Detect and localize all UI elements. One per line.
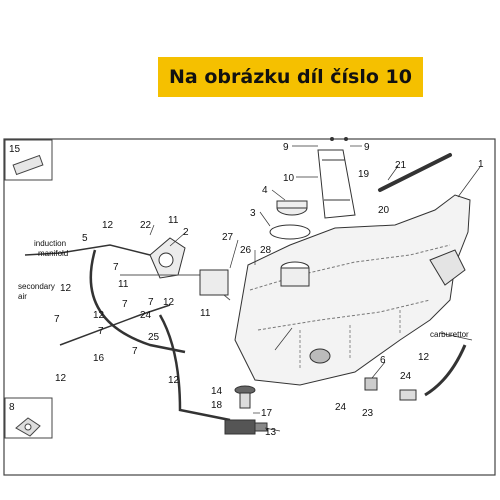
callout-13: 13 [265, 427, 277, 438]
hose-5 [24, 244, 151, 256]
callout-19: 19 [358, 169, 370, 180]
callout-20: 20 [378, 205, 390, 216]
title-banner: Na obrázku díl číslo 10 [158, 57, 423, 97]
page-title: Na obrázku díl číslo 10 [169, 66, 412, 88]
callout-17: 17 [261, 408, 273, 419]
inset-box-15 [4, 139, 53, 181]
hose-12-lower [158, 314, 231, 422]
gasket-part [15, 417, 41, 437]
callout-5: 5 [82, 233, 88, 244]
callout-22: 22 [140, 220, 152, 231]
fuel-cock-part [224, 385, 268, 435]
manifold-flange-part [149, 237, 186, 279]
callout-labels: 9 9 10 4 3 1 21 19 20 11 22 2 12 27 26 2… [54, 142, 484, 438]
bracket-27 [199, 269, 229, 296]
label-induction-manifold-line1: induction [34, 239, 66, 248]
callout-9a: 9 [283, 142, 289, 153]
callout-24c: 24 [335, 402, 347, 413]
callout-18: 18 [211, 400, 223, 411]
callout-12a: 12 [102, 220, 114, 231]
callout-23: 23 [362, 408, 374, 419]
foam-pad-part [12, 154, 44, 176]
callout-16: 16 [93, 353, 105, 364]
callout-4: 4 [262, 185, 268, 196]
callout-12e: 12 [55, 373, 67, 384]
callout-6: 6 [380, 355, 386, 366]
filler-bracket-part [317, 149, 356, 219]
callout-10: 10 [283, 173, 295, 184]
label-secondary-air-line2: air [18, 292, 27, 301]
label-induction-manifold-line2: manifold [38, 249, 68, 258]
callout-27: 27 [222, 232, 234, 243]
callout-9b: 9 [364, 142, 370, 153]
diagram-frame [3, 138, 496, 476]
label-induction-manifold: induction manifold [34, 239, 68, 258]
callout-24a: 24 [140, 310, 152, 321]
part-23 [364, 377, 378, 391]
callout-15: 15 [9, 144, 21, 155]
filter-part [399, 389, 417, 401]
filler-ring-part [269, 224, 311, 240]
callout-8: 8 [9, 402, 15, 413]
callout-7e: 7 [98, 326, 104, 337]
callout-7c: 7 [122, 299, 128, 310]
callout-7a: 7 [113, 262, 119, 273]
callout-12d: 12 [93, 310, 105, 321]
label-carburettor: carburettor [430, 330, 469, 339]
callout-12b: 12 [60, 283, 72, 294]
callout-24b: 24 [400, 371, 412, 382]
leader-lines [149, 145, 481, 432]
callout-25: 25 [148, 332, 160, 343]
label-secondary-air: secondary air [18, 282, 57, 301]
callout-7f: 7 [132, 346, 138, 357]
callout-12g: 12 [418, 352, 430, 363]
hose-12-left [89, 249, 186, 354]
callout-11a: 11 [168, 215, 179, 226]
callout-12c: 12 [163, 297, 175, 308]
callout-12f: 12 [168, 375, 180, 386]
callout-28: 28 [260, 245, 272, 256]
hose-carburettor [424, 344, 467, 397]
callout-3: 3 [250, 208, 256, 219]
callout-11c: 11 [200, 308, 211, 319]
label-secondary-air-line1: secondary [18, 282, 55, 291]
callout-7d: 7 [54, 314, 60, 325]
fuel-tank [234, 194, 471, 386]
callout-1: 1 [478, 159, 484, 170]
vent-hose-21 [378, 153, 452, 192]
callout-26: 26 [240, 245, 252, 256]
callout-11b: 11 [118, 279, 129, 290]
callout-2: 2 [183, 227, 189, 238]
callout-21: 21 [395, 160, 407, 171]
callout-7b: 7 [148, 297, 154, 308]
pipe-16 [59, 304, 171, 346]
callout-14: 14 [211, 386, 223, 397]
